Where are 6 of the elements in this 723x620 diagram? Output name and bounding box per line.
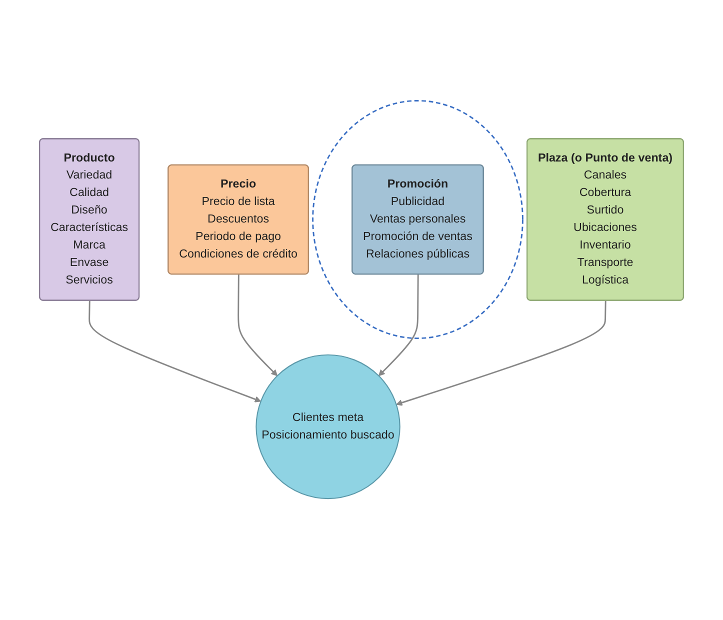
arrow (396, 301, 606, 406)
node-circle: Clientes meta Posicionamiento buscado (256, 354, 400, 500)
cluster (312, 100, 524, 340)
arrow (88, 301, 262, 403)
arrow (378, 274, 419, 377)
arrow (238, 274, 278, 377)
